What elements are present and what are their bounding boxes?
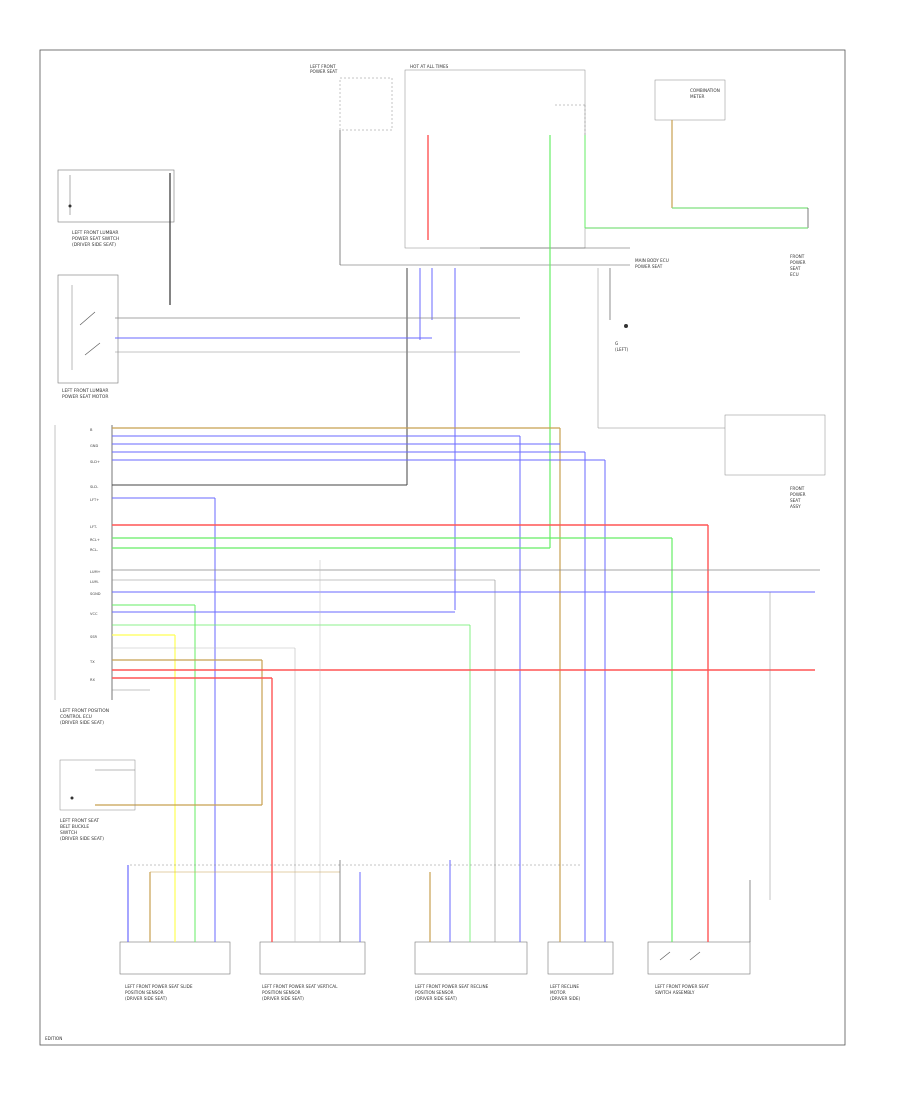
right-mid-label-1: FRONT: [790, 486, 805, 491]
motor-box-3: LEFT FRONT POWER SEAT RECLINE POSITION S…: [414, 941, 528, 1001]
relay-label: HOT AT ALL TIMES: [410, 64, 449, 69]
motor3-label-1: LEFT FRONT POWER SEAT RECLINE: [415, 984, 489, 989]
pin-label: RX: [90, 678, 95, 682]
right-label-2: POWER: [790, 260, 806, 265]
main-connector-bar: MAIN BODY ECU POWER SEAT: [340, 247, 669, 269]
fuse-label-1: LEFT FRONT: [310, 64, 336, 69]
pin-label: SGND: [90, 592, 101, 596]
pin-label: LFT+: [90, 498, 99, 502]
pos-ecu-label-2: CONTROL ECU: [60, 714, 92, 720]
right-mid-label-4: ASSY: [790, 504, 801, 509]
lumbar-switch-label-1: LEFT FRONT LUMBAR: [72, 230, 118, 236]
pin-label: B: [90, 428, 93, 432]
lumbar-switch-label-3: (DRIVER SIDE SEAT): [72, 242, 116, 248]
motor-box-2: LEFT FRONT POWER SEAT VERTICAL POSITION …: [259, 941, 366, 1001]
right-label-1: FRONT: [790, 254, 805, 259]
pos-ecu-label-3: (DRIVER SIDE SEAT): [60, 720, 104, 726]
pin-label: SLD+: [90, 460, 100, 464]
motor4-label-3: (DRIVER SIDE): [550, 996, 581, 1001]
position-control-ecu: LEFT FRONT POSITION CONTROL ECU (DRIVER …: [54, 425, 113, 726]
meter-label-2: METER: [690, 94, 704, 99]
motor-box-4: LEFT RECLINE MOTOR (DRIVER SIDE): [547, 941, 614, 1001]
right-label-3: SEAT: [790, 266, 801, 271]
belt-buckle-switch: LEFT FRONT SEAT BELT BUCKLE SWITCH (DRIV…: [59, 759, 136, 842]
motor3-label-3: (DRIVER SIDE SEAT): [415, 996, 457, 1001]
edition-label: EDITION: [45, 1036, 62, 1041]
lumbar-motor-label-1: LEFT FRONT LUMBAR: [62, 388, 108, 394]
ecu-harness: [95, 427, 820, 905]
motor1-label-1: LEFT FRONT POWER SEAT SLIDE: [125, 984, 193, 989]
pin-label: TX: [89, 660, 95, 664]
motor3-label-2: POSITION SENSOR: [415, 990, 454, 995]
ground-label-1: G: [615, 341, 618, 346]
pin-label: LUM-: [90, 580, 100, 584]
buckle-label-3: SWITCH: [60, 830, 77, 836]
pin-label: RCL+: [90, 538, 100, 542]
buckle-label-4: (DRIVER SIDE SEAT): [60, 836, 104, 842]
buckle-label-1: LEFT FRONT SEAT: [60, 818, 99, 824]
motor-box-1: LEFT FRONT POWER SEAT SLIDE POSITION SEN…: [119, 941, 231, 1001]
pin-label: LFT-: [90, 525, 98, 529]
right-mid-label-2: POWER: [790, 492, 806, 497]
top-fuse-region: LEFT FRONT POWER SEAT HOT AT ALL TIMES: [310, 64, 586, 265]
meter-label-1: COMBINATION: [690, 88, 720, 93]
bottom-wire-drops: [127, 880, 751, 942]
lumbar-motor-label-2: POWER SEAT MOTOR: [62, 394, 108, 400]
motor2-label-2: POSITION SENSOR: [262, 990, 301, 995]
ecu-pin-labels: B GND SLD+ SLD- LFT+ LFT- RCL+ RCL- LUM+…: [89, 428, 101, 682]
fuse-label-2: POWER SEAT: [310, 69, 338, 74]
motor4-label-1: LEFT RECLINE: [550, 984, 579, 989]
meter-box: COMBINATION METER FRONT POWER SEAT ECU: [585, 79, 809, 277]
motor1-label-3: (DRIVER SIDE SEAT): [125, 996, 167, 1001]
motor-box-5: LEFT FRONT POWER SEAT SWITCH ASSEMBLY: [647, 941, 751, 995]
pin-label: SSR: [90, 635, 98, 639]
pin-label: RCL-: [90, 548, 99, 552]
right-mid-label-3: SEAT: [790, 498, 801, 503]
pin-label: LUM+: [90, 570, 101, 574]
pin-label: GND: [90, 444, 98, 448]
ecu-label-2: POWER SEAT: [635, 264, 663, 269]
motor5-label-2: SWITCH ASSEMBLY: [655, 990, 695, 995]
lumbar-switch-label-2: POWER SEAT SWITCH: [72, 236, 119, 242]
motor4-label-2: MOTOR: [550, 990, 566, 995]
pin-label: VCC: [90, 612, 98, 616]
diagram-frame: [39, 49, 846, 1046]
motor5-label-1: LEFT FRONT POWER SEAT: [655, 984, 710, 989]
motor2-label-3: (DRIVER SIDE SEAT): [262, 996, 304, 1001]
right-assy-box: FRONT POWER SEAT ASSY: [598, 414, 826, 509]
buckle-label-2: BELT BUCKLE: [60, 824, 89, 830]
lumbar-switch-box: LEFT FRONT LUMBAR POWER SEAT SWITCH (DRI…: [57, 169, 175, 305]
lumbar-motor-box: LEFT FRONT LUMBAR POWER SEAT MOTOR: [57, 274, 119, 400]
motor2-label-1: LEFT FRONT POWER SEAT VERTICAL: [262, 984, 338, 989]
ground-label-2: (LEFT): [615, 347, 629, 352]
pos-ecu-label-1: LEFT FRONT POSITION: [60, 708, 109, 714]
pin-label: SLD-: [90, 485, 99, 489]
motor1-label-2: POSITION SENSOR: [125, 990, 164, 995]
ecu-label-1: MAIN BODY ECU: [635, 258, 669, 263]
right-label-4: ECU: [790, 272, 799, 277]
